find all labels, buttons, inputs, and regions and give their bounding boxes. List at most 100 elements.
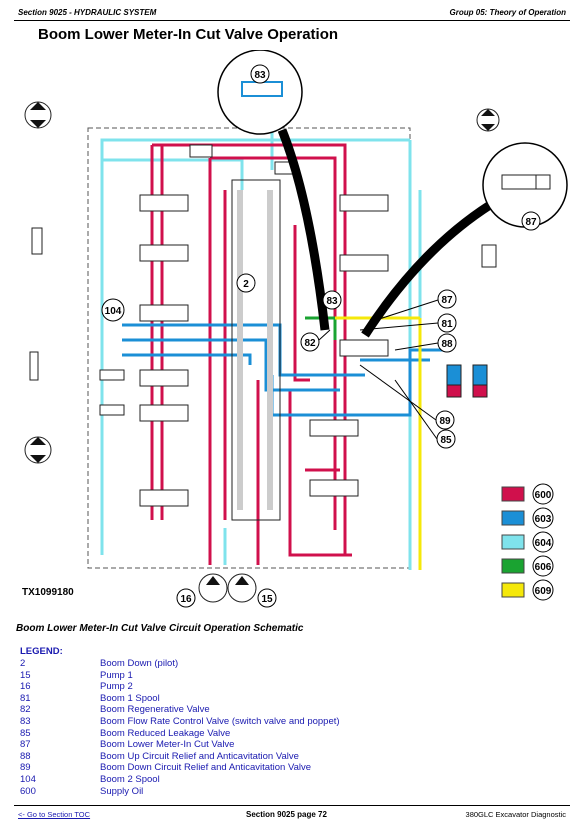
callout-83: 83 <box>322 290 342 310</box>
callout-2: 2 <box>236 273 256 293</box>
legend-item-label: Boom Down Circuit Relief and Anticavitat… <box>100 762 312 774</box>
callout-87: 87 <box>437 289 457 309</box>
legend-item: 82 Boom Regenerative Valve <box>20 704 340 716</box>
callout-89: 89 <box>435 410 455 430</box>
legend-item-label: Pump 2 <box>100 681 133 693</box>
legend-item: 88 Boom Up Circuit Relief and Anticavitat… <box>20 751 340 763</box>
figure-caption: Boom Lower Meter-In Cut Valve Circuit Op… <box>16 623 304 634</box>
callout-leaders <box>318 299 439 440</box>
svg-text:104: 104 <box>105 306 122 317</box>
svg-text:88: 88 <box>441 339 453 350</box>
legend-item-label: Boom Flow Rate Control Valve (switch val… <box>100 715 340 727</box>
legend-item-number: 88 <box>20 750 31 762</box>
legend-item-label: Pump 1 <box>100 669 133 681</box>
legend-item: 85 Boom Reduced Leakage Valve <box>20 728 340 740</box>
legend-item-label: Boom 2 Spool <box>100 773 160 785</box>
legend-item-number: 85 <box>20 727 31 739</box>
detail-pointer-83 <box>277 128 330 331</box>
callout-85: 85 <box>436 429 456 449</box>
detail-bubble-87 <box>482 142 568 228</box>
legend-item-number: 16 <box>20 681 31 693</box>
hydraulic-schematic: 83 87 2 104 83 87 81 82 88 89 85 16 <box>22 50 568 608</box>
left-valve-sections <box>99 194 189 507</box>
svg-text:89: 89 <box>439 416 451 427</box>
callout-16: 16 <box>176 588 196 608</box>
legend-item-number: 87 <box>20 739 31 751</box>
legend-item-number: 104 <box>20 773 36 785</box>
callout-87-top: 87 <box>521 211 541 231</box>
left-cylinder-upper <box>31 227 43 255</box>
color-code-circle <box>532 483 554 505</box>
legend-item: 87 Boom Lower Meter-In Cut Valve <box>20 739 340 751</box>
line-color-key: 600 603 604 606 609 <box>501 483 554 601</box>
color-key-item: 600 <box>501 483 554 505</box>
svg-text:81: 81 <box>441 319 453 330</box>
color-key-item: 604 <box>501 531 554 553</box>
legend-item-number: 83 <box>20 715 31 727</box>
pump-2 <box>198 573 228 603</box>
legend-item: 83 Boom Flow Rate Control Valve (switch v… <box>20 716 340 728</box>
travel-motor-top-left <box>24 101 52 129</box>
legend-item-label: Boom Lower Meter-In Cut Valve <box>100 739 235 751</box>
color-key-item: 603 <box>501 507 554 529</box>
color-code-label: 603 <box>535 514 552 525</box>
right-valve-sections <box>189 144 389 497</box>
legend-item: 16 Pump 2 <box>20 681 340 693</box>
svg-text:83: 83 <box>326 296 338 307</box>
page-title: Boom Lower Meter-In Cut Valve Operation <box>38 26 339 43</box>
color-code-circle <box>532 507 554 529</box>
svg-text:82: 82 <box>304 338 316 349</box>
detail-pointer-87 <box>361 201 493 338</box>
swing-motor-top-right <box>476 108 500 132</box>
svg-text:83: 83 <box>254 70 266 81</box>
color-code-circle <box>532 531 554 553</box>
legend-item-number: 600 <box>20 785 36 797</box>
color-code-label: 609 <box>535 586 552 597</box>
svg-text:15: 15 <box>261 594 273 605</box>
color-key-item: 606 <box>501 555 554 577</box>
color-swatch <box>501 534 525 550</box>
left-cylinder-lower <box>29 351 39 381</box>
legend-item-number: 15 <box>20 669 31 681</box>
pump-1 <box>227 573 257 603</box>
legend-item: 15 Pump 1 <box>20 670 340 682</box>
svg-text:2: 2 <box>243 279 249 290</box>
legend-item: 89 Boom Down Circuit Relief and Anticavit… <box>20 762 340 774</box>
legend-heading: LEGEND: <box>20 646 63 657</box>
callout-104: 104 <box>101 298 125 322</box>
legend-item-label: Boom Reduced Leakage Valve <box>100 727 231 739</box>
center-spool-column <box>231 179 281 521</box>
svg-text:87: 87 <box>525 217 537 228</box>
color-swatch <box>501 510 525 526</box>
arm-cylinder <box>481 244 497 268</box>
document-title: 380GLC Excavator Diagnostic <box>465 810 566 819</box>
figure-id: TX1099180 <box>22 587 74 598</box>
color-code-label: 604 <box>535 538 552 549</box>
footer-divider <box>14 805 570 806</box>
color-code-label: 600 <box>535 490 552 501</box>
color-swatch <box>501 486 525 502</box>
color-code-circle <box>532 579 554 601</box>
svg-text:16: 16 <box>180 594 192 605</box>
legend-item-label: Boom Up Circuit Relief and Anticavitatio… <box>100 750 299 762</box>
page-number: Section 9025 page 72 <box>246 810 327 819</box>
legend-item-number: 82 <box>20 704 31 716</box>
callout-88: 88 <box>437 333 457 353</box>
toc-link[interactable]: <- Go to Section TOC <box>18 810 91 819</box>
legend-item-number: 89 <box>20 762 31 774</box>
legend-item-label: Boom 1 Spool <box>100 692 160 704</box>
color-code-circle <box>532 555 554 577</box>
callout-15: 15 <box>257 588 277 608</box>
svg-text:85: 85 <box>440 435 452 446</box>
legend-item-label: Boom Regenerative Valve <box>100 704 210 716</box>
svg-text:87: 87 <box>441 295 453 306</box>
callout-81: 81 <box>437 313 457 333</box>
color-swatch <box>501 582 525 598</box>
color-swatch <box>501 558 525 574</box>
legend-item-label: Boom Down (pilot) <box>100 658 179 669</box>
